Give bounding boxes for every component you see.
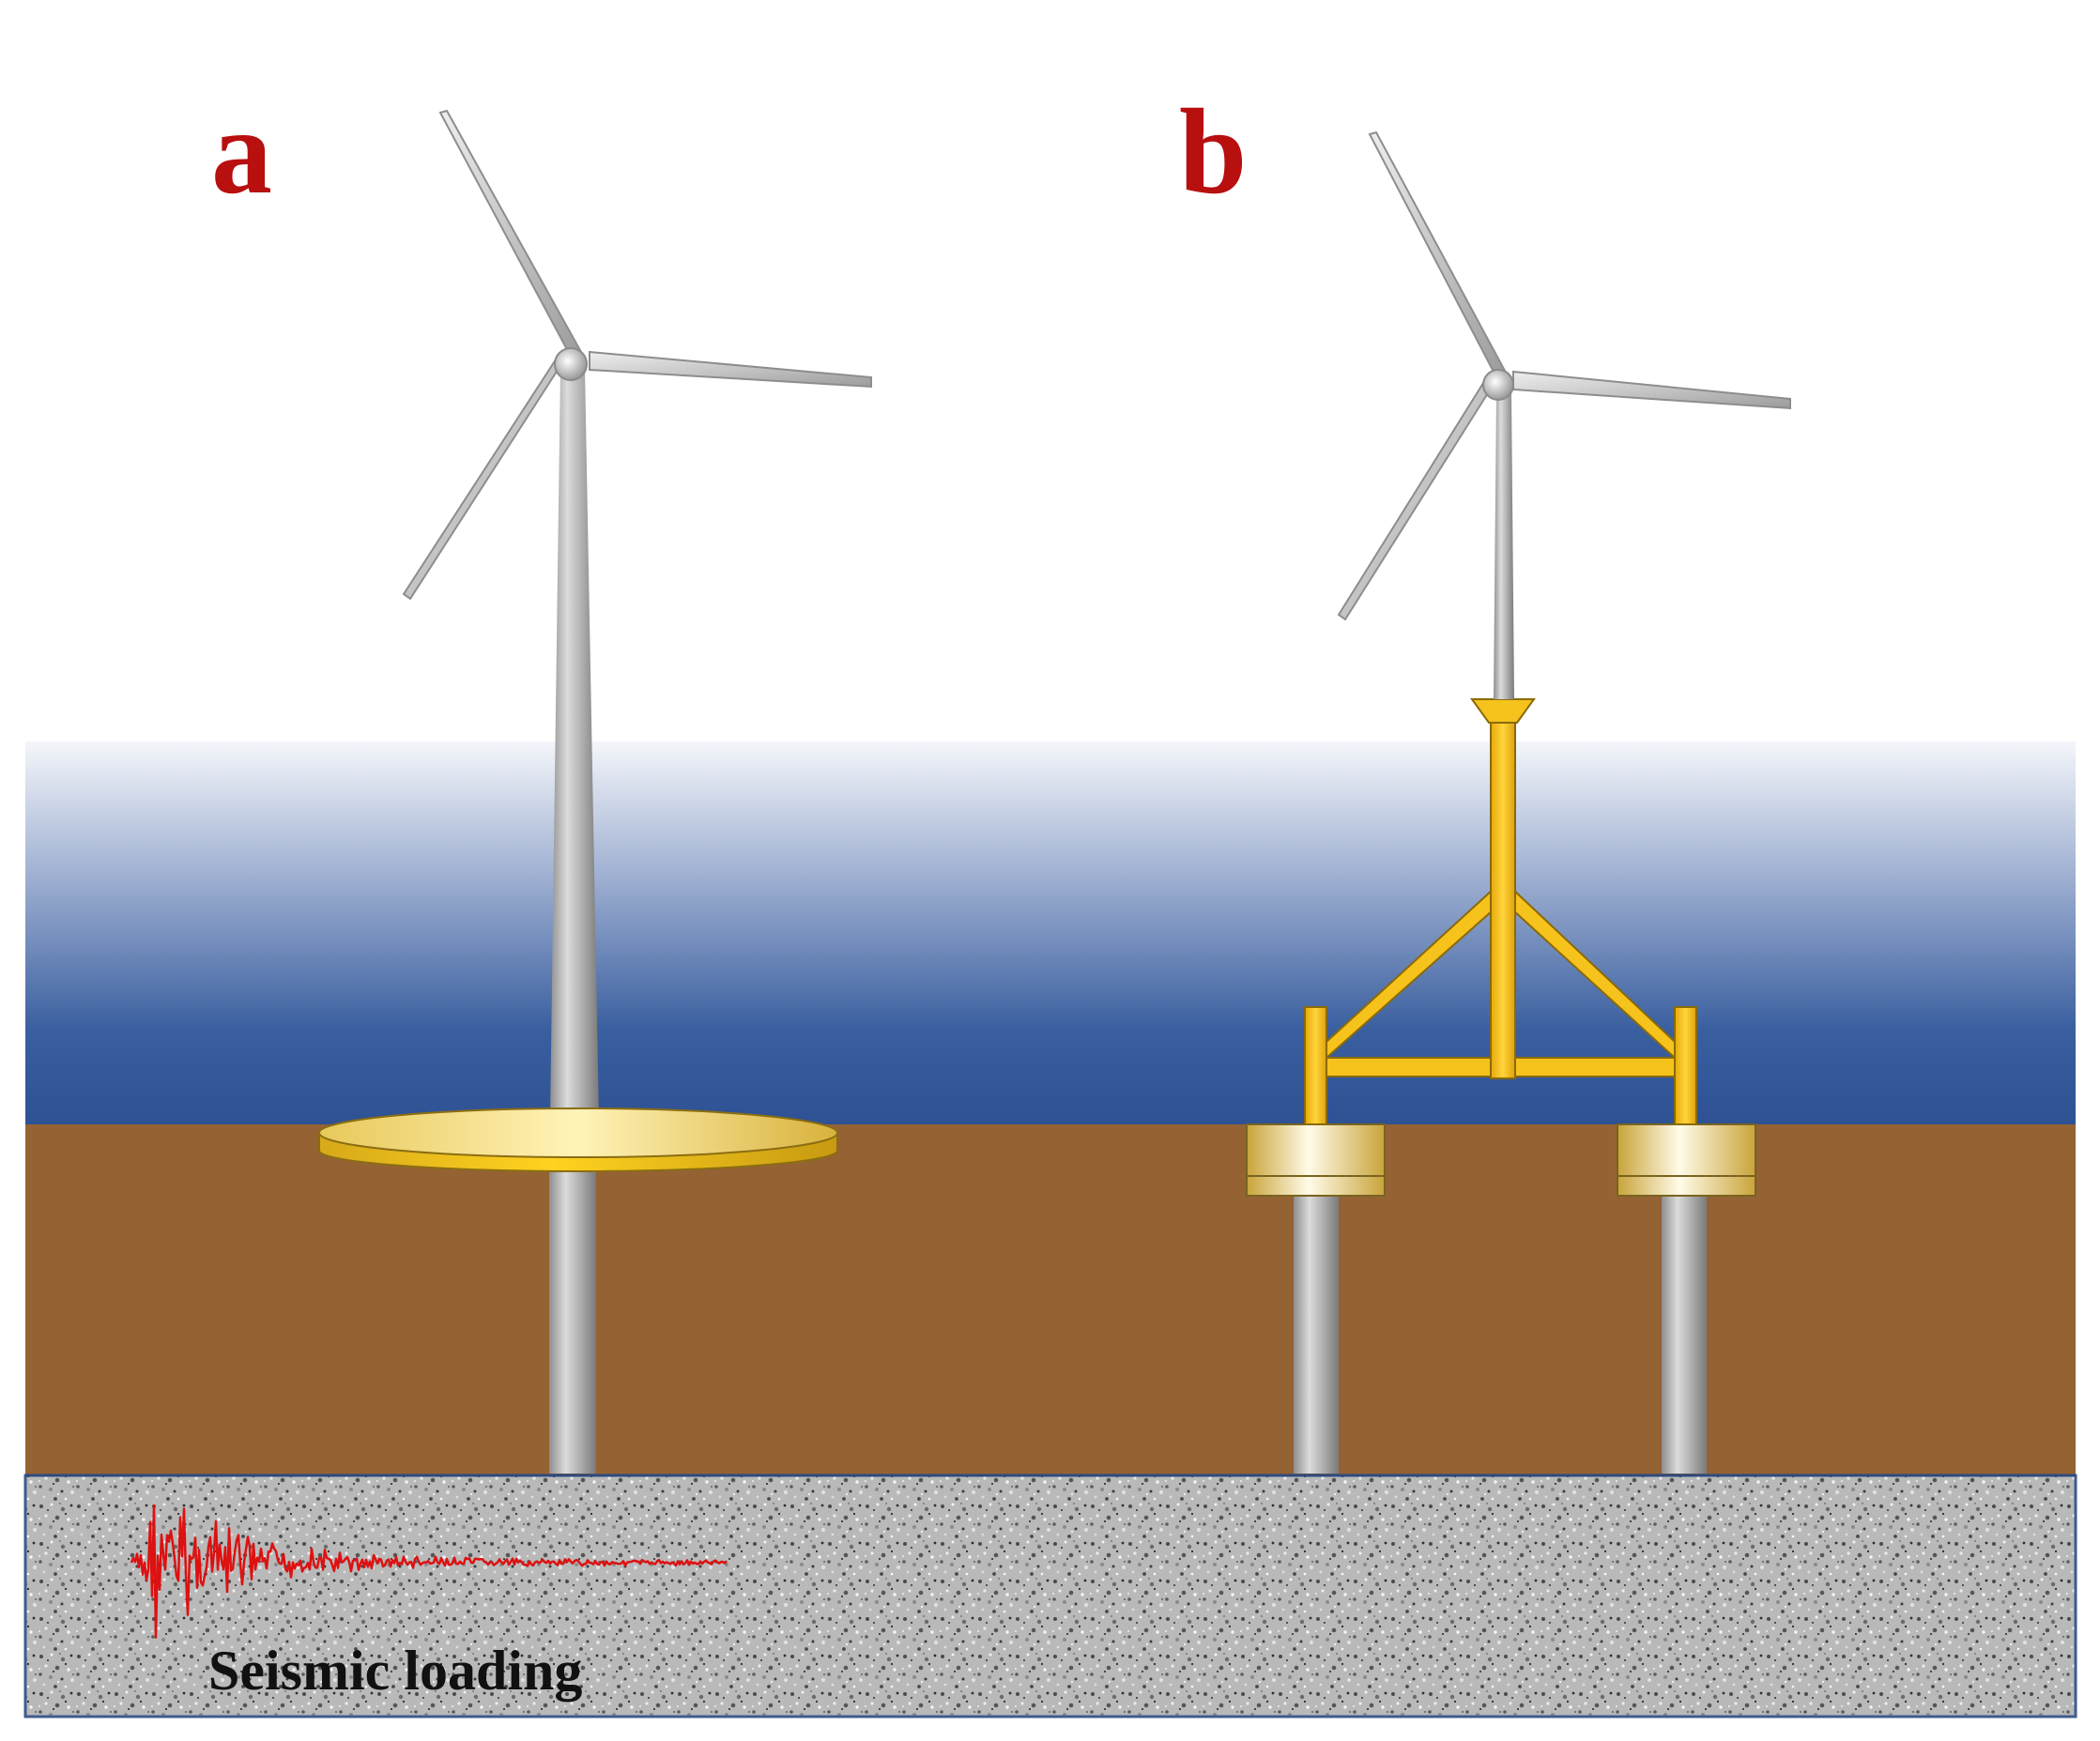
seismic-wave-icon — [130, 1504, 728, 1639]
tower-a — [550, 368, 599, 1122]
blade-a-right — [589, 350, 872, 389]
blade-a-up — [438, 109, 583, 357]
blade-b-up — [1368, 130, 1507, 375]
pile-right — [1662, 1194, 1707, 1474]
hub-a — [554, 347, 588, 381]
bucket-foundation-right — [1617, 1123, 1756, 1197]
blade-b-right — [1512, 370, 1791, 410]
seabed-soil-layer — [25, 1124, 2076, 1476]
seismic-loading-label: Seismic loading — [208, 1640, 582, 1702]
wind-turbine-icon — [1337, 130, 1791, 699]
panel-label-a: a — [211, 84, 272, 220]
monopile — [549, 1162, 596, 1474]
pile-left — [1294, 1194, 1339, 1474]
panel-label-b: b — [1179, 84, 1247, 220]
bucket-foundation-left — [1246, 1123, 1386, 1197]
bedrock-layer — [23, 1474, 2077, 1718]
sea-water — [25, 741, 2076, 1126]
tower-b — [1494, 394, 1514, 699]
jacket-structure — [1304, 698, 1697, 1125]
disc-foundation — [318, 1107, 838, 1172]
blade-b-left — [1337, 378, 1493, 621]
hub-b — [1482, 369, 1514, 401]
wind-turbine-icon — [402, 109, 872, 1474]
blade-a-left — [402, 354, 563, 601]
